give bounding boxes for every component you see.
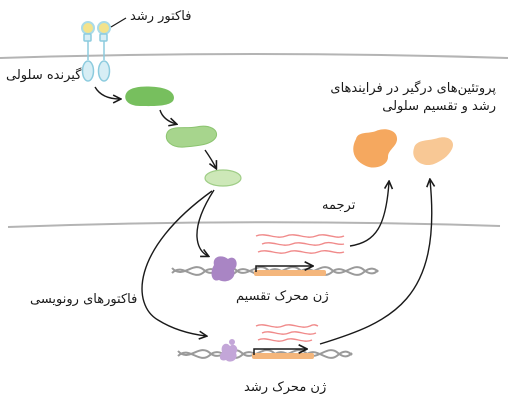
gene-growth (252, 353, 314, 359)
growth-factor-label: فاکتور رشد (130, 9, 192, 24)
translation-label: ترجمه (322, 198, 356, 213)
proteins-label-line-1: پروتئین‌های درگیر در فرایندهای (330, 81, 496, 96)
signal-protein-dark (125, 86, 174, 107)
cell-receptor-proteins (81, 33, 111, 82)
gene-division (254, 270, 326, 276)
arrow-signal-step-1 (159, 109, 176, 124)
cell-membrane (0, 53, 508, 59)
growth-factor-molecules (81, 21, 111, 35)
arrow-signal-step-2 (204, 149, 216, 168)
arrow-receptor-to-signal (94, 86, 120, 99)
division-gene-label: ژن محرک تقسیم (236, 289, 329, 304)
arrow-to-growth-gene (141, 190, 213, 336)
transcription-factor-growth (219, 339, 238, 362)
protein-division (353, 129, 398, 168)
cell-receptor-label: گیرنده سلولی (6, 68, 82, 83)
nuclear-membrane (7, 221, 501, 228)
arrow-translation-division (349, 182, 389, 247)
arrow-to-division-gene (196, 189, 215, 256)
mrna-division (255, 234, 345, 254)
transcription-factor-division (211, 256, 237, 282)
arrow-translation-growth (319, 180, 432, 345)
growth-gene-label: ژن محرک رشد (244, 380, 327, 395)
proteins-label-line-2: رشد و تقسیم سلولی (382, 98, 496, 114)
signal-protein-light (204, 169, 242, 187)
transcription-start-arrow-growth (253, 349, 306, 355)
mrna-growth (255, 324, 319, 342)
transcription-start-arrow-division (255, 266, 312, 272)
transcription-factors-label: فاکتورهای رونویسی (30, 292, 138, 307)
proteins-label: پروتئین‌های درگیر در فرایندهای رشد و تقس… (296, 80, 496, 115)
signal-protein-mid (165, 125, 218, 148)
protein-growth (413, 137, 454, 166)
growth-factor-pointer (110, 17, 127, 28)
